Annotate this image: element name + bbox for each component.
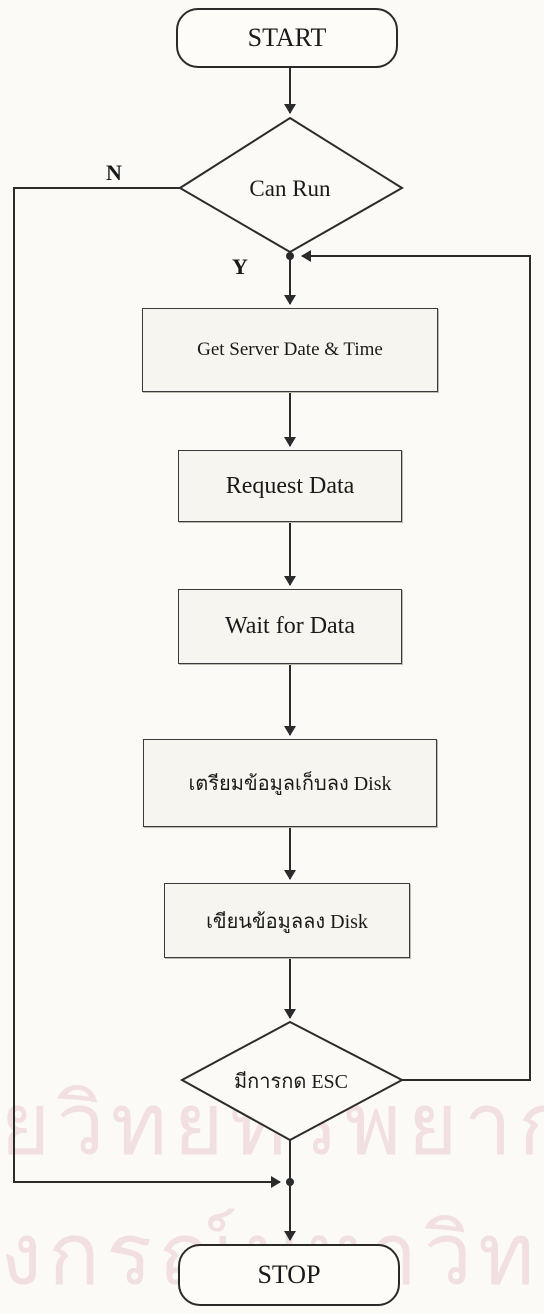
branch-label-yes: Y	[232, 254, 248, 279]
merge-junction-dot	[286, 1178, 294, 1186]
branch-label-no: N	[106, 160, 122, 185]
esc-diamond	[179, 1020, 405, 1142]
get-server-time-box: Get Server Date & Time	[142, 308, 438, 392]
wait-data-box: Wait for Data	[178, 589, 402, 664]
prepare-disk-box: เตรียมข้อมูลเก็บลง Disk	[143, 739, 437, 827]
stop-terminal: STOP	[178, 1244, 400, 1306]
start-terminal: START	[176, 8, 398, 68]
arrow-can-run-no-to-stop	[13, 187, 281, 1188]
arrow-esc-loop-back	[301, 250, 531, 1081]
can-run-label: Can Run	[249, 176, 331, 201]
can-run-diamond	[178, 116, 404, 254]
esc-decision-label: มีการกด ESC	[233, 1071, 349, 1093]
loop-junction-dot	[286, 252, 294, 260]
write-disk-box: เขียนข้อมูลลง Disk	[164, 883, 410, 958]
request-data-box: Request Data	[178, 450, 402, 522]
